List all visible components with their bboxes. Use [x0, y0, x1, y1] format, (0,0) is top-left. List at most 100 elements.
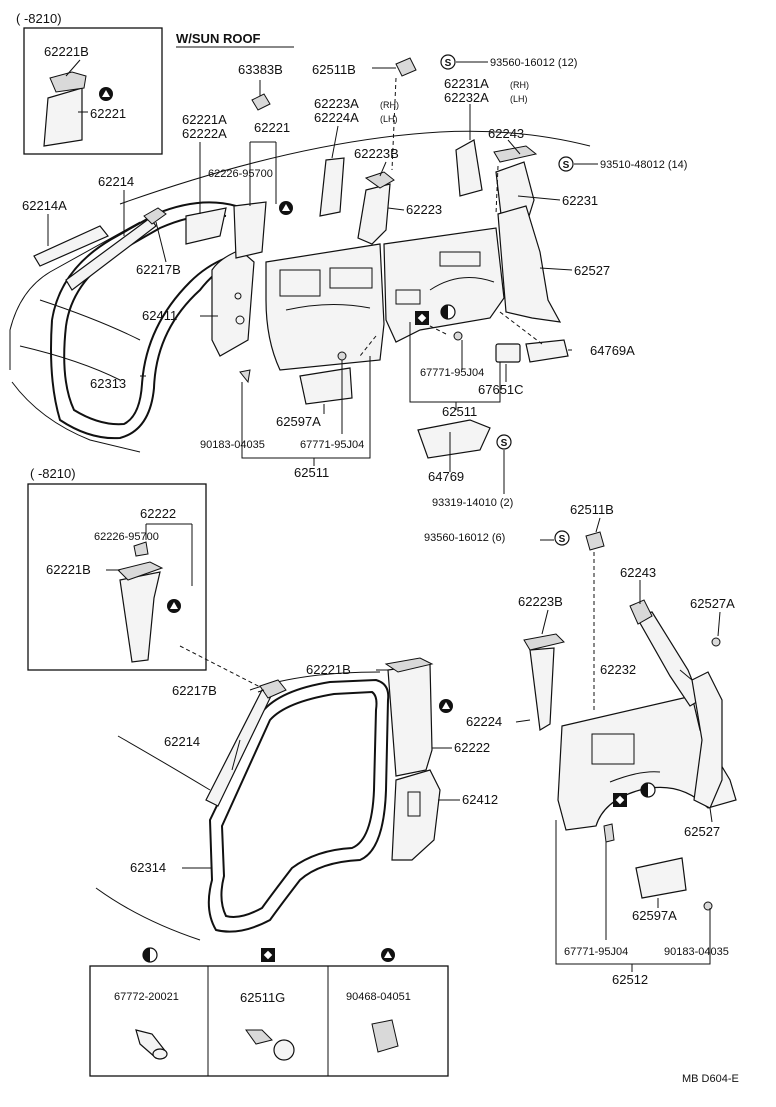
square-icon	[415, 311, 429, 325]
label-62221B-box: 62221B	[46, 562, 91, 577]
label-62222A: 62222A	[182, 126, 227, 141]
range-label-top: ( -8210)	[16, 11, 62, 26]
label-62597A-bot: 62597A	[632, 908, 677, 923]
label-62527-bot: 62527	[684, 824, 720, 839]
molding-62214A	[33, 225, 109, 267]
pillar-62224	[529, 647, 555, 731]
label-62511B-mid: 62511B	[570, 502, 614, 517]
half-circle-icon	[440, 304, 456, 320]
legend-part-1: 67772-20021	[114, 991, 179, 1003]
triangle-icon	[279, 201, 293, 215]
label-62231: 62231	[562, 193, 598, 208]
label-62511-right: 62511	[442, 404, 477, 419]
label-62224: 62224	[466, 714, 502, 729]
label-67771-95J04-right: 67771-95J04	[420, 367, 484, 379]
trim-62527	[497, 205, 562, 323]
legend-part-2: 62511G	[240, 990, 285, 1005]
strip-62223A	[319, 157, 345, 217]
inset-box-mid	[27, 483, 207, 671]
screw-icon	[496, 434, 512, 450]
lower-body-illustration	[95, 517, 737, 972]
grille-part	[495, 343, 521, 363]
label-62226-95700-box: 62226-95700	[94, 531, 159, 543]
label-93319-14010-2: 93319-14010 (2)	[432, 497, 513, 509]
label-62527A: 62527A	[690, 596, 735, 611]
screw-icon	[558, 156, 574, 172]
cover-64769A	[525, 339, 569, 363]
panel-62222	[387, 663, 433, 777]
clip-90468	[371, 1019, 399, 1053]
label-62412: 62412	[462, 792, 498, 807]
pillar-trim-part	[43, 87, 83, 147]
triangle-icon	[381, 948, 395, 962]
cover-62597A	[299, 367, 353, 405]
label-62232: 62232	[600, 662, 636, 677]
label-93510-48012-14: 93510-48012 (14)	[600, 159, 687, 171]
label-62226-95700-top: 62226-95700	[208, 168, 273, 180]
pillar-62223	[357, 183, 391, 245]
label-62231A: 62231A	[444, 76, 489, 91]
label-62221B-bot: 62221B	[306, 662, 351, 677]
label-90183-04035-bot: 90183-04035	[664, 946, 729, 958]
label-62214-top: 62214	[98, 174, 134, 189]
label-93560-16012-6: 93560-16012 (6)	[424, 532, 505, 544]
label-62411: 62411	[142, 308, 177, 323]
label-62232A: 62232A	[444, 90, 489, 105]
label-62223B-bot: 62223B	[518, 594, 563, 609]
fastener-legend	[89, 947, 449, 1077]
label-62221B: 62221B	[44, 44, 89, 59]
pillar-62222	[119, 571, 161, 663]
triangle-icon	[99, 87, 113, 101]
upper-body-illustration	[9, 54, 598, 494]
square-icon	[261, 948, 275, 962]
triangle-icon	[439, 699, 453, 713]
trim-62527-rear	[691, 671, 723, 809]
label-62222-bot: 62222	[454, 740, 490, 755]
label-67771-95J04-left: 67771-95J04	[300, 439, 364, 451]
label-62243-top: 62243	[488, 126, 524, 141]
label-64769: 64769	[428, 469, 464, 484]
label-62511-left: 62511	[294, 465, 329, 480]
label-63383B: 63383B	[238, 62, 283, 77]
screw-icon	[554, 530, 570, 546]
trim-62412	[391, 769, 441, 861]
pillar-62231A	[455, 139, 483, 197]
rear-trim-62511	[383, 227, 505, 343]
pillar-62232	[635, 611, 701, 707]
label-62223A: 62223A	[314, 96, 359, 111]
label-62223B-top: 62223B	[354, 146, 399, 161]
label-62223: 62223	[406, 202, 442, 217]
half-circle-icon	[142, 947, 158, 963]
label-62224A: 62224A	[314, 110, 359, 125]
panel-62226	[185, 207, 227, 245]
label-67651C: 67651C	[478, 382, 524, 397]
label-62221A: 62221A	[182, 112, 227, 127]
legend-part-3: 90468-04051	[346, 991, 411, 1003]
molding-62214	[65, 217, 157, 291]
label-67771-95J04-bot: 67771-95J04	[564, 946, 628, 958]
label-62223A-side: (RH)	[380, 100, 399, 110]
label-62232A-side: (LH)	[510, 94, 528, 104]
label-62231A-side: (RH)	[510, 80, 529, 90]
label-62222-box: 62222	[140, 506, 176, 521]
label-62214-bot: 62214	[164, 734, 200, 749]
label-62243-bot: 62243	[620, 565, 656, 580]
label-62313: 62313	[90, 376, 126, 391]
footer-code: MB D604-E	[682, 1073, 739, 1085]
clip-62511G	[273, 1039, 295, 1061]
label-93560-16012-12: 93560-16012 (12)	[490, 57, 577, 69]
square-icon	[613, 793, 627, 807]
cover-64769	[417, 419, 491, 459]
label-62224A-side: (LH)	[380, 114, 398, 124]
label-62221-mid: 62221	[254, 120, 290, 135]
label-90183-04035-top: 90183-04035	[200, 439, 265, 451]
label-62527-top: 62527	[574, 263, 610, 278]
label-62597A-top: 62597A	[276, 414, 321, 429]
label-62314: 62314	[130, 860, 166, 875]
panel-62221	[233, 201, 267, 259]
label-64769A: 64769A	[590, 343, 635, 358]
label-62511B: 62511B	[312, 62, 356, 77]
label-62512: 62512	[612, 972, 648, 987]
variant-label: W/SUN ROOF	[176, 31, 261, 46]
